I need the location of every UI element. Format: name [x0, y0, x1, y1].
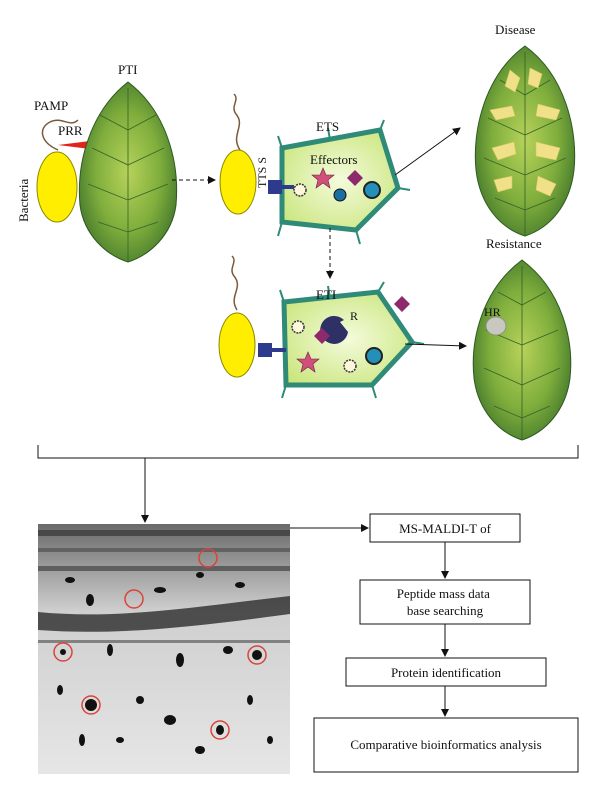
step-bioinformatics-box: [313, 717, 579, 773]
workflow: MS-MALDI-T of Peptide mass data base sea…: [313, 513, 579, 773]
pamp-label: PAMP: [34, 98, 68, 113]
gel-spots: [57, 572, 273, 754]
ets-effector-diamond: [347, 170, 363, 186]
tts-needle: [282, 185, 294, 189]
gel-circle-6: [210, 720, 230, 740]
ets-effector-blue: [333, 188, 347, 202]
eti-label: ETI: [316, 287, 336, 302]
disease-lesions: [489, 67, 561, 197]
eti-effector-sun-2: [343, 359, 357, 373]
ets-effector-star: [311, 167, 335, 189]
step-protein-label: Protein identification: [391, 665, 502, 680]
step-protein-box: [345, 657, 547, 687]
resistance-label: Resistance: [486, 236, 542, 251]
gel-circle-3: [53, 642, 73, 662]
free-effector-diamond: [394, 296, 410, 312]
pti-label: PTI: [118, 62, 138, 77]
step-ms-maldi-label: MS-MALDI-T of: [399, 521, 492, 536]
bound-effector-diamond: [314, 328, 330, 344]
ets-panel: TTS S ETS Effectors: [219, 93, 411, 245]
step-bioinformatics-label: Comparative bioinformatics analysis: [350, 737, 541, 752]
eti-effector-ring: [365, 347, 383, 365]
ets-effector-ring: [363, 181, 381, 199]
eti-panel: ETI R: [218, 255, 425, 399]
eti-syringe: [258, 343, 272, 357]
ets-flagellum: [233, 93, 241, 151]
gel-circle-5: [81, 695, 101, 715]
ets-cell-wall-hooks: [277, 119, 411, 245]
gel-streaks: [38, 530, 290, 643]
gel-circled-spots: [53, 548, 267, 740]
pti-leaf-veins: [87, 88, 169, 262]
bacteria-label: Bacteria: [16, 178, 31, 222]
step-peptide-box: [359, 579, 531, 625]
step-peptide-label: Peptide mass data base searching: [397, 586, 493, 618]
eti-needle: [272, 348, 286, 352]
disease-panel: Disease: [474, 22, 576, 237]
r-label: R: [350, 309, 358, 323]
step-ms-maldi-box: [369, 513, 521, 543]
resistance-panel: Resistance HR: [472, 236, 572, 441]
ets-plant-cell: [279, 127, 401, 233]
eti-to-resistance-arrow: [404, 341, 467, 350]
tts-label: TTS S: [255, 157, 269, 188]
pamp-flagellum: [41, 119, 79, 151]
gel-circle-1: [198, 548, 218, 568]
disease-label: Disease: [495, 22, 536, 37]
ets-bacteria: [219, 149, 257, 215]
eti-flagellum: [231, 255, 239, 311]
gel-circle-2: [124, 589, 144, 609]
prr-label: PRR: [58, 123, 83, 138]
bacteria-cell: [36, 151, 78, 223]
eti-bacteria: [218, 312, 256, 378]
gel-circle-4: [247, 645, 267, 665]
eti-effector-sun: [291, 320, 305, 334]
pti-panel: PAMP PRR Bacteria PTI: [16, 62, 178, 263]
summary-bracket: [37, 445, 579, 459]
ets-label: ETS: [316, 119, 339, 134]
2d-gel-image: [38, 524, 290, 774]
eti-cell-wall-hooks: [279, 281, 425, 399]
tts-syringe: [268, 180, 282, 194]
resistance-leaf-veins: [483, 266, 561, 440]
ets-to-disease-arrow: [394, 127, 461, 176]
hr-spot: [485, 316, 507, 336]
hr-label: HR: [484, 305, 501, 319]
eti-effector-star: [296, 351, 320, 373]
effectors-label: Effectors: [310, 152, 357, 167]
ets-effector-sun: [293, 183, 307, 197]
